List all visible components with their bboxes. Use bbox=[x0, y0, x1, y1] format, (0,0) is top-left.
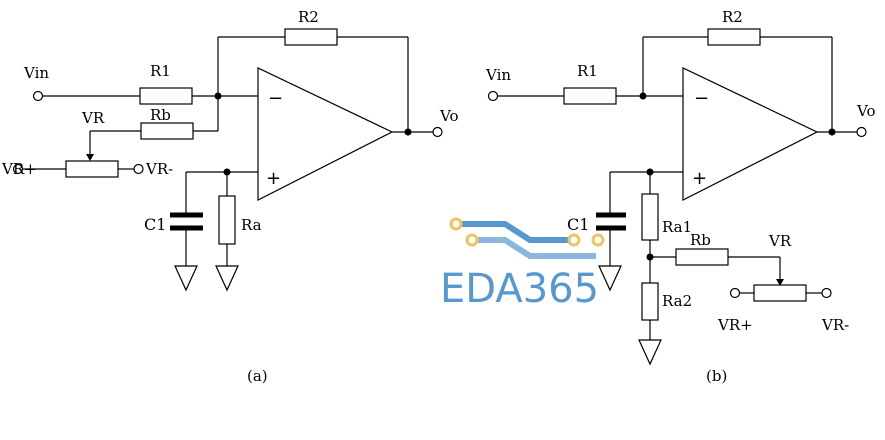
op-amp-b bbox=[682, 67, 819, 201]
vo-terminal-a bbox=[432, 126, 443, 138]
resistor-rb-a bbox=[140, 122, 194, 140]
resistor-r1-a bbox=[139, 87, 193, 105]
label-ra2-b: Ra2 bbox=[662, 292, 692, 310]
potentiometer-vr-a bbox=[65, 160, 119, 178]
resistor-r2-b bbox=[707, 28, 761, 46]
resistor-rb-b bbox=[675, 248, 729, 266]
ground-icon bbox=[598, 265, 622, 292]
resistor-r2-a bbox=[284, 28, 338, 46]
label-rb-a: Rb bbox=[150, 106, 171, 124]
label-vr-plus-a: VR+ bbox=[1, 160, 37, 178]
vr-plus-terminal-b bbox=[729, 287, 741, 299]
label-rb-b: Rb bbox=[690, 231, 711, 249]
vin-terminal-a bbox=[32, 90, 44, 102]
watermark-text: EDA365 bbox=[440, 266, 599, 312]
ground-icon bbox=[638, 339, 662, 366]
resistor-ra1-b bbox=[641, 193, 659, 241]
label-vr-minus-a: VR- bbox=[145, 160, 173, 178]
potentiometer-vr-b bbox=[753, 284, 807, 302]
op-amp-b-plus: + bbox=[692, 168, 707, 189]
watermark-logo: EDA365 bbox=[440, 217, 605, 312]
svg-text:Vin: Vin bbox=[23, 64, 49, 82]
label-c1-b: C1 bbox=[567, 215, 589, 234]
op-amp-a-plus: + bbox=[266, 168, 281, 189]
label-r1-b: R1 bbox=[577, 62, 598, 80]
vr-minus-terminal-b bbox=[821, 287, 832, 299]
resistor-ra-a bbox=[218, 195, 236, 245]
op-amp-a bbox=[257, 67, 394, 201]
label-vin-a: Vin bbox=[23, 64, 49, 82]
caption-b: (b) bbox=[706, 367, 727, 385]
label-vo-b: Vo bbox=[856, 102, 876, 120]
resistor-ra2-b bbox=[641, 282, 659, 321]
label-vin-b: Vin bbox=[485, 66, 511, 84]
ground-icon bbox=[215, 265, 239, 292]
circuit-a: − + bbox=[1, 8, 459, 385]
op-amp-b-minus: − bbox=[694, 88, 709, 109]
label-r1-a: R1 bbox=[150, 62, 171, 80]
label-c1-a: C1 bbox=[144, 215, 166, 234]
label-vr-plus-b: VR+ bbox=[717, 316, 753, 334]
vr-minus-terminal-a bbox=[133, 163, 144, 175]
label-r2-a: R2 bbox=[298, 8, 319, 26]
label-vo-a: Vo bbox=[439, 107, 459, 125]
op-amp-a-minus: − bbox=[268, 88, 283, 109]
vo-terminal-b bbox=[856, 126, 867, 138]
label-ra1-b: Ra1 bbox=[662, 218, 692, 236]
resistor-r1-b bbox=[563, 87, 617, 105]
caption-a: (a) bbox=[247, 367, 268, 385]
ground-icon bbox=[174, 265, 198, 292]
vin-terminal-b bbox=[487, 90, 499, 102]
label-r2-b: R2 bbox=[722, 8, 743, 26]
circuit-b: − + bbox=[485, 8, 876, 385]
label-vr-b: VR bbox=[768, 232, 792, 250]
label-ra-a: Ra bbox=[241, 216, 262, 234]
label-vr-a: VR bbox=[81, 109, 105, 127]
label-vr-minus-b: VR- bbox=[821, 316, 849, 334]
